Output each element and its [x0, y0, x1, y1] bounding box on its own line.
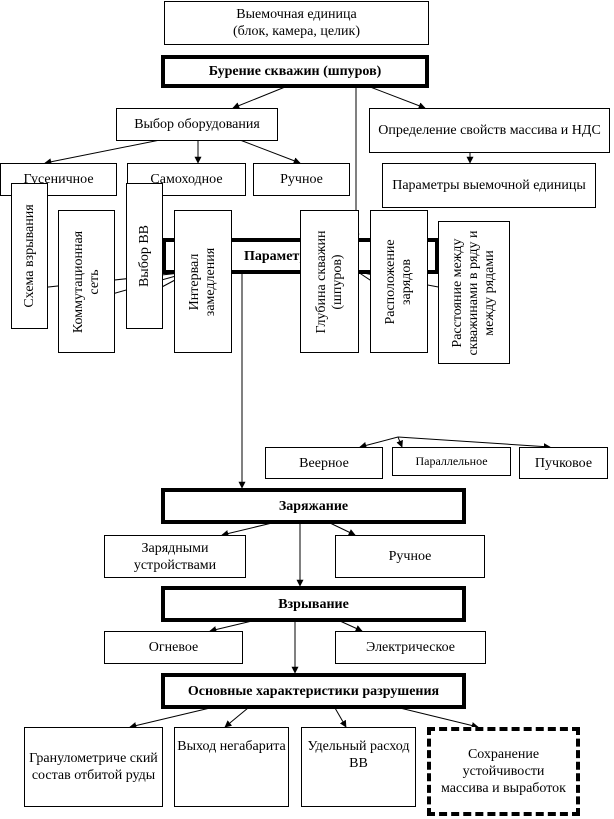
unit-parameters-box: Параметры выемочной единицы: [382, 163, 596, 208]
stability-box: Сохранение устойчивости массива и вырабо…: [427, 727, 580, 816]
bundle-layout-box: Пучковое: [519, 447, 608, 479]
fire-blasting-box: Огневое: [104, 631, 243, 664]
fan-layout-box: Веерное: [265, 447, 383, 479]
hole-depth-label: Глубина скважин (шпуров): [313, 230, 345, 333]
granulometric-box: Гранулометриче ский состав отбитой руды: [24, 727, 163, 807]
delay-interval-label: Интервал замедления: [187, 247, 218, 316]
switching-network-label: Коммутационная сеть: [70, 230, 102, 333]
specific-consumption-box: Удельный расход ВВ: [301, 727, 416, 807]
delay-interval-box: Интервал замедления: [174, 210, 232, 353]
massif-properties-box: Определение свойств массива и НДС: [369, 108, 610, 153]
electric-blasting-box: Электрическое: [335, 631, 486, 664]
manual-drilling-box: Ручное: [253, 163, 350, 196]
blast-scheme-box: Схема взрывания: [11, 183, 48, 329]
blast-scheme-label: Схема взрывания: [21, 204, 37, 308]
switching-network-box: Коммутационная сеть: [58, 210, 115, 353]
excavation-unit-box: Выемочная единица (блок, камера, целик): [164, 1, 429, 45]
parallel-layout-box: Параллельное: [392, 447, 511, 476]
hole-spacing-label: Расстояние между скважинами в ряду и меж…: [450, 229, 497, 356]
charging-manual-box: Ручное: [335, 535, 485, 578]
oversize-box: Выход негабарита: [174, 727, 289, 807]
explosive-choice-box: Выбор ВВ: [126, 183, 163, 329]
hole-spacing-box: Расстояние между скважинами в ряду и меж…: [438, 221, 510, 364]
charging-devices-box: Зарядными устройствами: [104, 535, 246, 578]
equipment-choice-box: Выбор оборудования: [116, 108, 278, 141]
explosive-choice-label: Выбор ВВ: [136, 224, 152, 288]
charge-placement-box: Расположение зарядов: [370, 210, 428, 353]
hole-depth-box: Глубина скважин (шпуров): [300, 210, 359, 353]
charging-box: Заряжание: [161, 488, 466, 524]
fracture-characteristics-box: Основные характеристики разрушения: [161, 673, 466, 709]
blasting-box: Взрывание: [161, 586, 466, 622]
drilling-box: Бурение скважин (шпуров): [161, 55, 429, 88]
charge-placement-label: Расположение зарядов: [383, 238, 414, 325]
